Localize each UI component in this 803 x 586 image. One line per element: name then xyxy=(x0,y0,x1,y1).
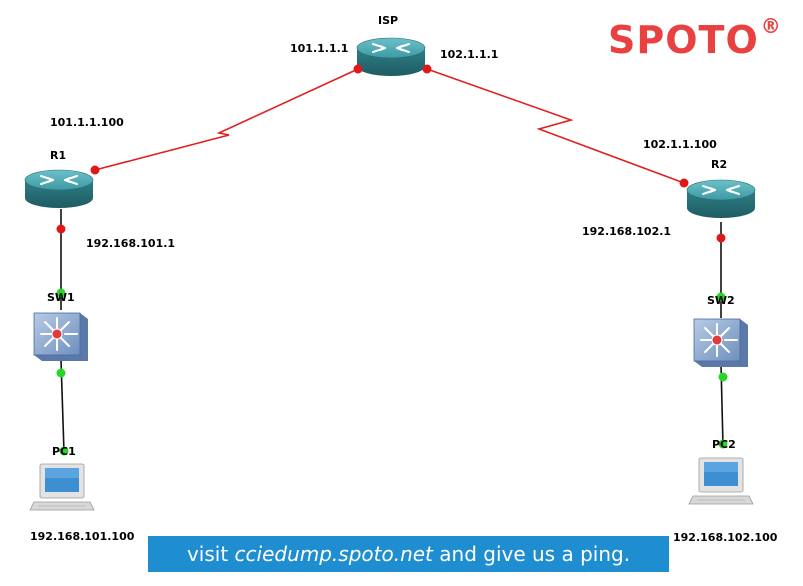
r2-lan-ip-label: 192.168.102.1 xyxy=(582,225,671,238)
brand-name: SPOTO xyxy=(608,18,759,62)
r1-wan-ip-label: 101.1.1.100 xyxy=(50,116,124,129)
port-up-dot xyxy=(59,446,69,456)
isp-right-ip-label: 102.1.1.1 xyxy=(440,48,498,61)
port-up-dot xyxy=(718,439,728,449)
registered-mark: ® xyxy=(760,14,782,39)
pc-pc2-icon[interactable] xyxy=(688,457,754,505)
port-up-dot xyxy=(56,368,66,378)
promo-banner: visit cciedump.spoto.net and give us a p… xyxy=(148,536,669,572)
banner-pre: visit xyxy=(186,542,235,566)
r1-lan-ip-label: 192.168.101.1 xyxy=(86,237,175,250)
switch-sw1-icon[interactable] xyxy=(33,312,89,362)
pc1-label: PC1 xyxy=(52,445,76,458)
sw1-label: SW1 xyxy=(47,291,75,304)
router-r1-icon[interactable] xyxy=(24,169,94,209)
pc-pc1-icon[interactable] xyxy=(29,463,95,511)
serial-link-r1-isp xyxy=(94,68,359,171)
isp-left-ip-label: 101.1.1.1 xyxy=(290,42,348,55)
port-down-dot xyxy=(56,224,66,234)
port-up-dot xyxy=(716,292,726,302)
router-r2-icon[interactable] xyxy=(686,179,756,219)
port-up-dot xyxy=(56,288,66,298)
port-down-dot xyxy=(90,165,100,175)
banner-url: cciedump.spoto.net xyxy=(234,542,433,566)
serial-link-isp-r2 xyxy=(426,68,685,184)
port-down-dot xyxy=(679,178,689,188)
isp-label: ISP xyxy=(378,14,398,27)
pc2-ip-label: 192.168.102.100 xyxy=(673,531,778,544)
port-down-dot xyxy=(353,64,363,74)
brand-logo: SPOTO® xyxy=(608,14,782,62)
pc1-ip-label: 192.168.101.100 xyxy=(30,530,135,543)
pc2-label: PC2 xyxy=(712,438,736,451)
r2-label: R2 xyxy=(711,158,727,171)
port-down-dot xyxy=(716,233,726,243)
router-isp-icon[interactable] xyxy=(356,37,426,77)
switch-sw2-icon[interactable] xyxy=(693,318,749,368)
sw2-label: SW2 xyxy=(707,294,735,307)
r1-label: R1 xyxy=(50,149,66,162)
banner-post: and give us a ping. xyxy=(432,542,631,566)
r2-wan-ip-label: 102.1.1.100 xyxy=(643,138,717,151)
port-up-dot xyxy=(718,372,728,382)
port-down-dot xyxy=(422,64,432,74)
